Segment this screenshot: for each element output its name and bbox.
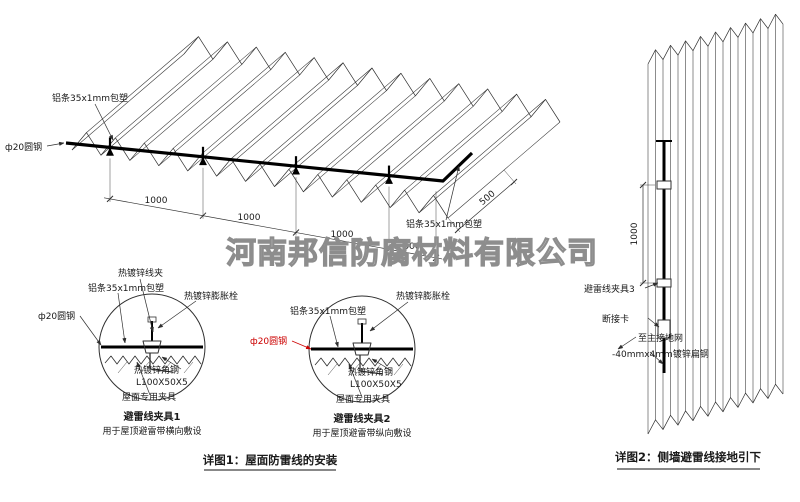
dim-label-1000-c: 1000 [331,230,354,240]
label-to-ground-grid: 至主接地网 [638,332,683,344]
label-bolt-d1: 热镀锌膨胀栓 [184,290,238,302]
dim-label-1000-b: 1000 [238,213,261,223]
label-clamp3: 避雷线夹具3 [584,283,635,295]
wall-corrugated-panel [639,13,784,435]
label-aluminum-strip-right: 铝条35x1mm包塑 [406,218,482,230]
label-angle-spec-d2: L100X50X5 [350,380,402,390]
label-angle-steel-d1: 热镀锌角钢 [134,364,179,376]
label-round-steel-main: ф20圆钢 [5,141,42,153]
dim-label-edge-500: 500 [478,189,498,208]
dim-label-wall-1000: 1000 [630,222,640,245]
annotation-texts: 铝条35x1mm包塑 ф20圆钢 铝条35x1mm包塑 1000 1000 10… [5,92,761,467]
detail2-subtitle: 用于屋顶避雷带纵向敷设 [312,427,411,439]
detail1-subtitle: 用于屋顶避雷带横向敷设 [102,425,201,437]
leader-lines [46,103,760,471]
label-roof-clamp-d1: 屋面专用夹具 [122,391,176,403]
label-angle-spec-d1: L100X50X5 [136,378,188,388]
label-strip-d2: 铝条35x1mm包塑 [290,305,366,317]
dim-label-1000-a: 1000 [145,196,168,206]
detail-circle-1 [79,278,206,401]
detail-circle-2 [291,295,416,403]
label-aluminum-strip-top: 铝条35x1mm包塑 [52,92,128,104]
label-disconnect-card: 断接卡 [602,313,629,325]
detail1-title: 避雷线夹具1 [123,410,181,423]
caption-detail-1: 详图1：屋面防雷线的安装 [203,453,338,467]
label-roof-clamp-d2: 屋面专用夹具 [336,393,390,405]
label-strip-d1: 铝条35x1mm包塑 [88,282,164,294]
label-flat-steel: -40mmx4mm镀锌扁钢 [612,348,709,360]
label-round-steel-d1: ф20圆钢 [38,310,75,322]
label-angle-steel-d2: 热镀锌角钢 [348,366,393,378]
label-bolt-d2: 热镀锌膨胀栓 [396,290,450,302]
roof-corrugated-sheet [65,36,561,219]
label-wire-clip-d1: 热镀锌线夹 [118,267,163,279]
caption-detail-2: 详图2：侧墙避雷线接地引下 [615,450,762,464]
detail2-title: 避雷线夹具2 [333,412,391,425]
dim-label-500: 500 [403,242,420,252]
dimension-lines [103,158,518,262]
label-round-steel-d2: ф20圆钢 [250,335,287,347]
